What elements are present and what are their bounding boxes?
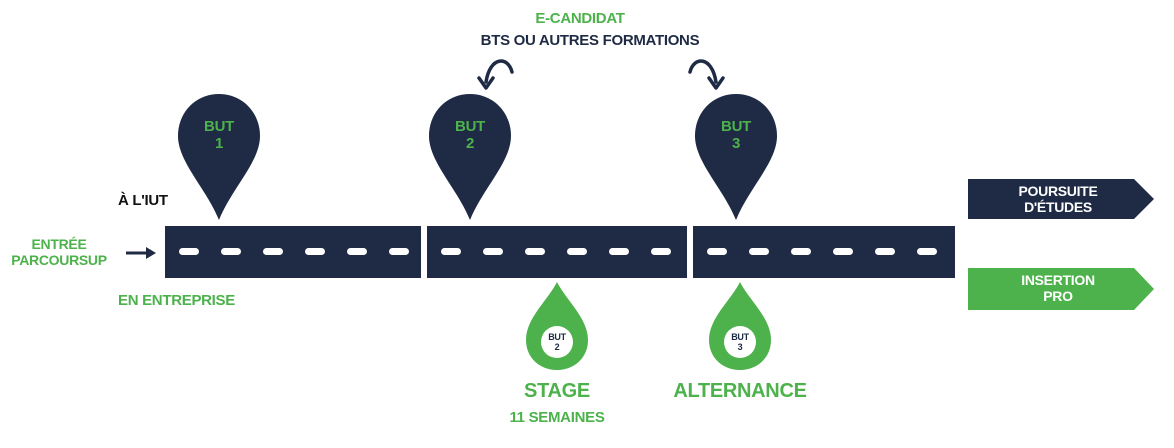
road-dash — [305, 248, 325, 255]
drop-label-but: BUT — [731, 332, 749, 342]
outcome-insertion-line2: PRO — [1043, 288, 1073, 304]
entry-line1: ENTRÉE — [31, 236, 87, 252]
road-dash — [609, 248, 629, 255]
road-dash — [483, 248, 503, 255]
road-dash — [441, 248, 461, 255]
bts-other-formations-label: BTS OU AUTRES FORMATIONS — [480, 32, 700, 49]
map-pin-icon — [429, 94, 511, 220]
road-dash — [917, 248, 937, 255]
pin-label-number: 2 — [465, 135, 475, 152]
road-dash — [749, 248, 769, 255]
road-dash — [389, 248, 409, 255]
arrow-banner-icon — [968, 268, 1154, 310]
drop-icon — [709, 282, 771, 370]
drop-label-but: BUT — [548, 332, 566, 342]
alternance-label: ALTERNANCE — [673, 380, 807, 402]
pin-but3: BUT 3 — [693, 92, 779, 224]
road-dash — [263, 248, 283, 255]
road-dash — [651, 248, 671, 255]
outcome-studies: POURSUITE D'ÉTUDES — [968, 179, 1154, 219]
road-dash — [347, 248, 367, 255]
road-dash — [179, 248, 199, 255]
road-dash — [221, 248, 241, 255]
outcome-insertion: INSERTION PRO — [968, 268, 1154, 310]
curved-arrow-left-icon — [477, 59, 514, 90]
drop-but2-stage: BUT 2 — [524, 280, 590, 372]
road-dash — [833, 248, 853, 255]
outcome-insertion-line1: INSERTION — [1021, 272, 1095, 288]
stage-label: STAGE — [524, 380, 590, 402]
at-iut-label: À L'IUT — [118, 192, 168, 209]
curved-arrow-right-icon — [688, 59, 725, 90]
arrow-banner-icon — [968, 179, 1154, 219]
drop-label-number: 3 — [737, 342, 743, 352]
drop-icon — [526, 282, 588, 370]
road-segment-2 — [427, 226, 687, 278]
e-candidat-label: E-CANDIDAT — [535, 10, 625, 27]
entry-label: ENTRÉE PARCOURSUP — [4, 236, 114, 268]
entry-arrow-icon — [126, 247, 156, 259]
pin-label-number: 1 — [214, 135, 224, 152]
in-company-label: EN ENTREPRISE — [118, 292, 235, 309]
pin-label-but: BUT — [721, 118, 751, 135]
stage-duration-label: 11 SEMAINES — [509, 409, 605, 426]
pin-label-number: 3 — [731, 135, 741, 152]
road-segment-3 — [693, 226, 955, 278]
map-pin-icon — [178, 94, 260, 220]
road-dash — [791, 248, 811, 255]
map-pin-icon — [695, 94, 777, 220]
entry-line2: PARCOURSUP — [11, 252, 107, 268]
road-dash — [875, 248, 895, 255]
drop-but3-alternance: BUT 3 — [707, 280, 773, 372]
road-dash — [567, 248, 587, 255]
road-dashes — [179, 248, 937, 255]
pin-label-but: BUT — [455, 118, 485, 135]
road-dash — [707, 248, 727, 255]
pin-but2: BUT 2 — [427, 92, 513, 224]
drop-label-number: 2 — [554, 342, 560, 352]
outcome-studies-line2: D'ÉTUDES — [1024, 199, 1092, 215]
pin-but1: BUT 1 — [176, 92, 262, 224]
road-dash — [525, 248, 545, 255]
pin-label-but: BUT — [204, 118, 234, 135]
outcome-studies-line1: POURSUITE — [1018, 183, 1098, 199]
road-segment-1 — [165, 226, 421, 278]
